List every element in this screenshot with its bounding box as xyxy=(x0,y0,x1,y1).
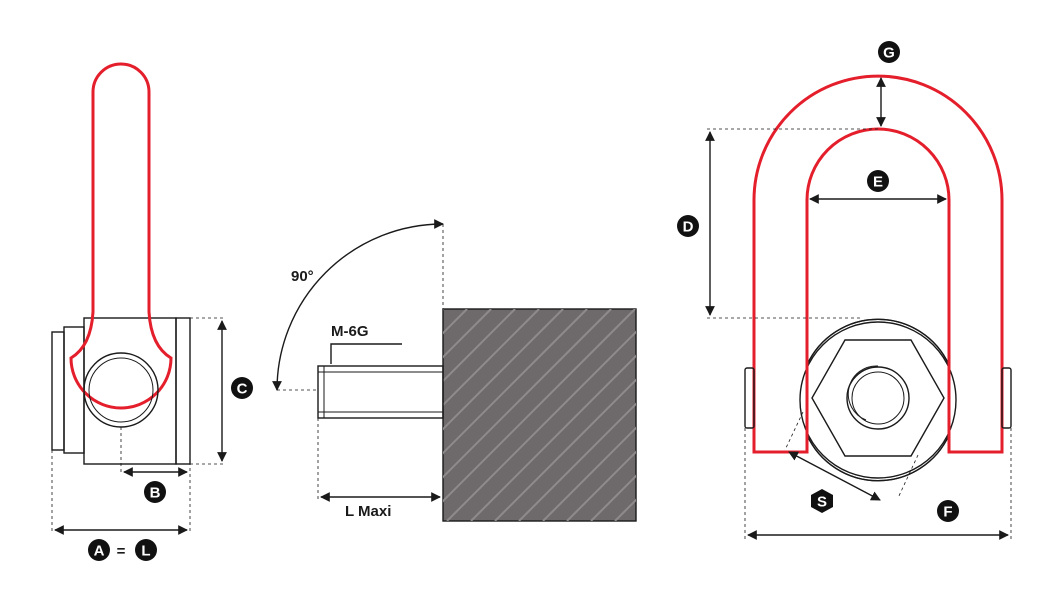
hatch-line xyxy=(566,450,636,521)
mounting-view xyxy=(183,219,899,522)
label-b: B xyxy=(144,481,166,503)
hatch-line xyxy=(687,309,899,521)
hatch-line xyxy=(443,309,612,479)
label-g: G xyxy=(878,41,900,63)
hatch-line xyxy=(443,309,516,383)
front-shackle-outline xyxy=(752,74,1004,454)
svg-text:L: L xyxy=(141,543,150,560)
label-s: S xyxy=(811,489,833,513)
angle-arc xyxy=(272,219,444,391)
label-d: D xyxy=(677,215,699,237)
side-view xyxy=(51,62,227,535)
svg-text:C: C xyxy=(237,381,248,398)
nut-bolt xyxy=(851,371,905,425)
hatch-line xyxy=(494,378,636,521)
label-a: A xyxy=(88,539,110,561)
front-disc-bottom-arc xyxy=(806,434,950,482)
hatch-line xyxy=(207,309,419,521)
length-text: L Maxi xyxy=(345,503,391,520)
svg-text:F: F xyxy=(943,504,952,521)
mounting-block xyxy=(442,308,637,522)
side-body xyxy=(83,317,177,465)
svg-text:E: E xyxy=(873,174,883,191)
pin-right xyxy=(1001,367,1012,429)
hatch-line xyxy=(663,309,875,521)
hatch-line xyxy=(443,309,636,503)
threaded-stud xyxy=(317,365,444,419)
side-base-flange-left xyxy=(51,331,65,451)
mounting-block-hatch xyxy=(183,309,899,521)
hatch-line xyxy=(443,309,564,431)
hatch-line xyxy=(590,474,636,521)
front-disc-top-arc xyxy=(806,318,950,366)
label-c: C xyxy=(231,377,253,399)
hatch-line xyxy=(443,309,444,311)
hatch-line xyxy=(183,309,395,521)
nut-washer xyxy=(846,366,910,430)
hatch-line xyxy=(518,402,636,521)
angle-text: 90° xyxy=(291,268,314,285)
hatch-line xyxy=(443,309,540,407)
front-view xyxy=(705,74,1012,540)
svg-text:B: B xyxy=(150,485,161,502)
hatch-line xyxy=(443,309,492,359)
hatch-line xyxy=(443,309,468,335)
svg-text:G: G xyxy=(883,45,895,62)
side-pin-inner xyxy=(88,357,154,423)
hatch-line xyxy=(614,498,636,521)
side-base-block-right xyxy=(175,317,191,465)
label-equals: = xyxy=(117,543,126,560)
hatch-line xyxy=(542,426,636,521)
front-base-disc xyxy=(799,321,957,479)
side-eye-bolt-outline xyxy=(69,62,173,410)
thread-leader xyxy=(330,343,402,364)
hex-nut xyxy=(811,339,945,457)
svg-text:D: D xyxy=(683,219,694,236)
svg-text:S: S xyxy=(817,494,827,511)
thread-text: M-6G xyxy=(331,323,369,340)
svg-text:A: A xyxy=(94,543,105,560)
pin-left xyxy=(744,367,755,429)
label-l: L xyxy=(135,539,157,561)
hatch-line xyxy=(446,330,636,521)
label-e: E xyxy=(867,170,889,192)
nut-swirl xyxy=(847,365,879,421)
hatch-line xyxy=(443,309,588,455)
label-f: F xyxy=(937,500,959,522)
hatch-line xyxy=(470,354,636,521)
side-pin-outer xyxy=(83,352,159,428)
dim-s-line xyxy=(788,451,881,501)
